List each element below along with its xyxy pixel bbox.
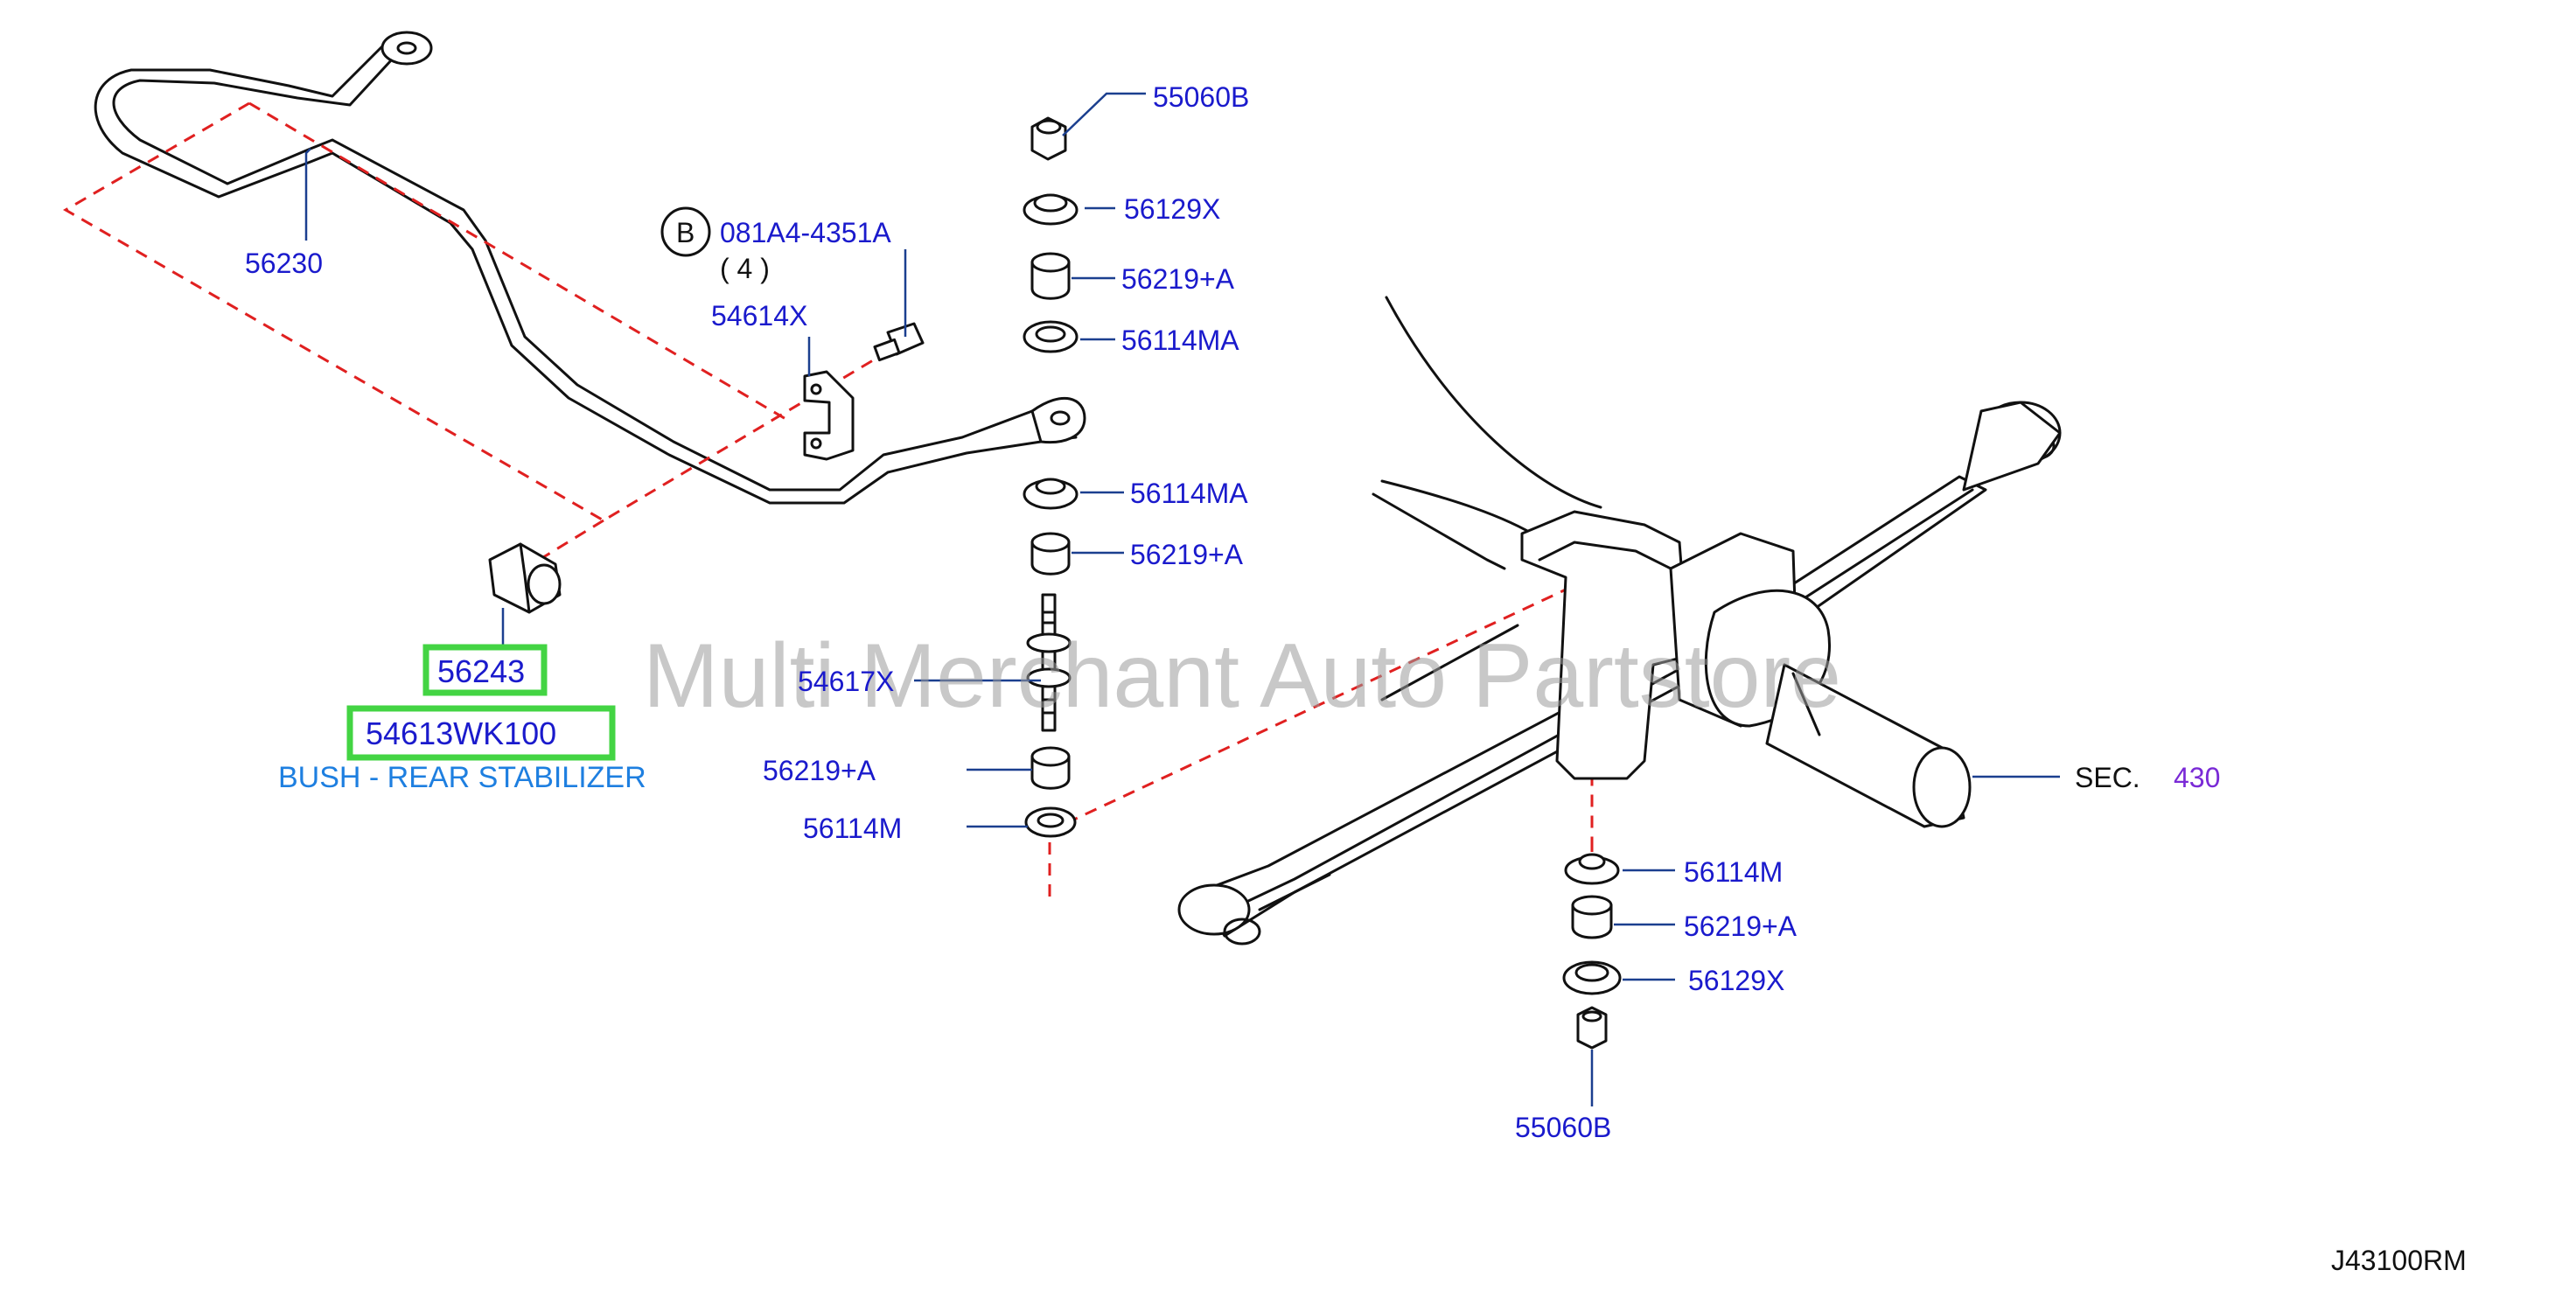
label-54613WK100: 54613WK100	[366, 715, 556, 751]
label-56129X-top: 56129X	[1124, 193, 1220, 225]
bush-part	[488, 542, 562, 614]
label-56114M-bot: 56114M	[1684, 856, 1783, 888]
bolt-part	[873, 322, 925, 362]
label-sec-430[interactable]: 430	[2174, 762, 2220, 793]
diagram-code: J43100RM	[2331, 1245, 2467, 1276]
label-56219A-top1: 56219+A	[1121, 263, 1235, 295]
label-56129X-bot: 56129X	[1688, 965, 1784, 996]
label-55060B-top: 55060B	[1153, 81, 1249, 113]
label-56114MA-top2: 56114MA	[1130, 478, 1248, 509]
bolt-callout-circle	[660, 206, 711, 257]
bolt-callout-letter: B	[676, 217, 695, 248]
label-56219A-mid: 56219+A	[763, 755, 876, 786]
hardware-stack	[1023, 116, 1079, 838]
label-bush-description: BUSH - REAR STABILIZER	[278, 761, 646, 794]
label-56219A-bot: 56219+A	[1684, 911, 1798, 942]
label-bolt-qty: ( 4 )	[720, 253, 770, 284]
label-56114MA-top1: 56114MA	[1121, 324, 1239, 356]
bush-oem-highlight	[346, 705, 616, 761]
watermark: Multi Merchant Auto Partstore	[643, 625, 1841, 727]
label-56219A-top2: 56219+A	[1130, 539, 1244, 570]
label-56230: 56230	[245, 248, 323, 279]
label-56243: 56243	[437, 653, 525, 689]
lower-hardware-stack	[1562, 853, 1622, 1050]
leader-lines	[304, 92, 2060, 1106]
label-55060B-bot: 55060B	[1515, 1112, 1611, 1143]
axle-assembly	[1177, 296, 2062, 946]
label-sec-prefix: SEC.	[2075, 762, 2140, 793]
label-081A4-4351A: 081A4-4351A	[720, 217, 891, 248]
label-54614X: 54614X	[711, 300, 807, 331]
bush-part-highlight	[422, 644, 548, 696]
clamp-bracket	[803, 370, 855, 461]
label-56114M-mid: 56114M	[803, 813, 902, 844]
label-54617X: 54617X	[798, 666, 894, 697]
stabilizer-bar	[94, 31, 1086, 505]
